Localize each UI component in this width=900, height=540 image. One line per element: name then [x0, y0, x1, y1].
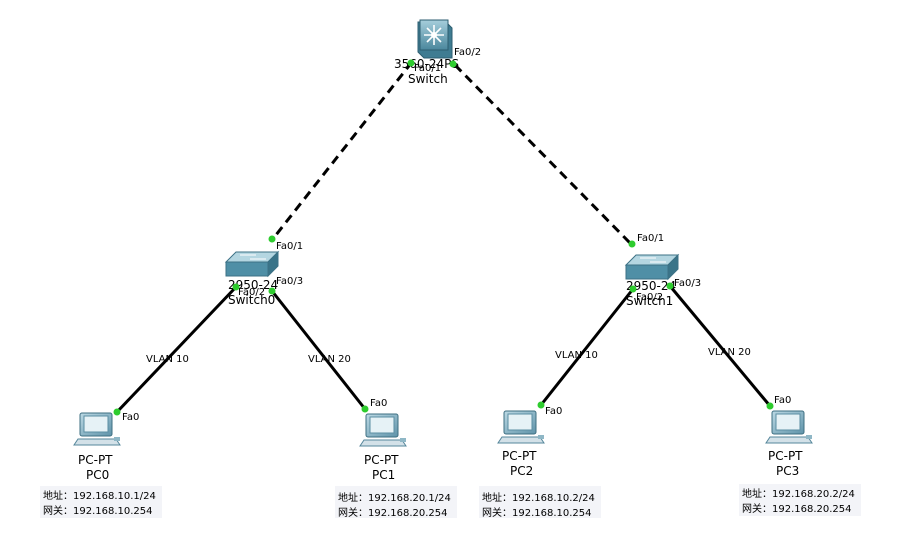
vlan-label-pc1: VLAN 20 [308, 354, 351, 365]
status-dot-pc0-fa0 [113, 408, 121, 416]
switch1-name: Switch1 [626, 294, 673, 308]
core-port-fa0-1: Fa0/1 [414, 63, 441, 74]
pc0[interactable] [73, 412, 121, 446]
pc3-gateway: 网关：192.168.20.254 [742, 502, 852, 515]
port-status-lights [113, 59, 774, 416]
status-dot-switch1-fa0-3 [666, 282, 674, 290]
pc0-gateway: 网关：192.168.10.254 [43, 504, 153, 517]
switch1-port-fa0-2: Fa0/2 [636, 292, 663, 303]
switch1-port-fa0-3: Fa0/3 [674, 278, 701, 289]
switch1-port-fa0-1: Fa0/1 [637, 233, 664, 244]
pc2[interactable] [497, 410, 545, 444]
switch0-port-fa0-3: Fa0/3 [276, 276, 303, 287]
pc0-note-bg [40, 486, 162, 518]
pc3-name: PC3 [776, 464, 799, 478]
pc3-port-fa0: Fa0 [774, 395, 791, 406]
status-dot-switch1-fa0-2 [629, 285, 637, 293]
link-switch0-pc0[interactable] [115, 285, 238, 414]
switch1[interactable] [624, 253, 680, 281]
switch0-port-fa0-2: Fa0/2 [238, 287, 265, 298]
core-switch-name: Switch [408, 72, 448, 86]
pc2-port-fa0: Fa0 [545, 406, 562, 417]
vlan-label-pc3: VLAN 20 [708, 347, 751, 358]
pc1-type: PC-PT [364, 453, 399, 467]
pc0-type: PC-PT [78, 453, 113, 467]
switch0[interactable] [224, 250, 280, 278]
vlan-label-pc2: VLAN 10 [555, 350, 598, 361]
core-port-fa0-2: Fa0/2 [454, 47, 481, 58]
switch1-model: 2950-24 [626, 279, 676, 293]
pc1[interactable] [359, 413, 407, 447]
status-dot-core-fa0-1 [407, 59, 415, 67]
pc0-port-fa0: Fa0 [122, 412, 139, 423]
status-dot-switch1-fa0-1 [628, 240, 636, 248]
core-switch[interactable] [417, 19, 453, 59]
pc1-address: 地址：192.168.20.1/24 [338, 491, 451, 504]
link-switch0-pc1[interactable] [270, 290, 367, 410]
pc2-type: PC-PT [502, 449, 537, 463]
switch0-name: Switch0 [228, 293, 275, 307]
pc1-computer-icon [359, 413, 407, 447]
status-dot-pc3-fa0 [766, 402, 774, 410]
link-switch1-pc2[interactable] [539, 288, 635, 406]
pc2-computer-icon [497, 410, 545, 444]
pc2-name: PC2 [510, 464, 533, 478]
pc1-gateway: 网关：192.168.20.254 [338, 506, 448, 519]
status-dot-switch0-fa0-1 [268, 235, 276, 243]
vlan-label-pc0: VLAN 10 [146, 354, 189, 365]
pc3-address: 地址：192.168.20.2/24 [742, 487, 855, 500]
link-core-switch0[interactable] [270, 61, 414, 241]
link-switch1-pc3[interactable] [668, 285, 772, 407]
status-dot-pc2-fa0 [537, 401, 545, 409]
status-dot-pc1-fa0 [361, 405, 369, 413]
pc1-note-bg [335, 486, 457, 518]
status-dot-switch0-fa0-2 [232, 283, 240, 291]
link-core-switch1[interactable] [453, 63, 634, 247]
pc0-name: PC0 [86, 468, 109, 482]
pc0-computer-icon [73, 412, 121, 446]
pc1-name: PC1 [372, 468, 395, 482]
pc3-type: PC-PT [768, 449, 803, 463]
pc0-address: 地址：192.168.10.1/24 [43, 489, 156, 502]
switch0-port-fa0-1: Fa0/1 [276, 241, 303, 252]
pc1-port-fa0: Fa0 [370, 398, 387, 409]
pc2-address: 地址：192.168.10.2/24 [482, 491, 595, 504]
pc2-gateway: 网关：192.168.10.254 [482, 506, 592, 519]
status-dot-core-fa0-2 [449, 60, 457, 68]
status-dot-switch0-fa0-3 [268, 287, 276, 295]
pc2-note-bg [479, 486, 601, 518]
pc3-note-bg [739, 484, 861, 516]
pc3-computer-icon [765, 410, 813, 444]
switch0-model: 2950-24 [228, 278, 278, 292]
pc3[interactable] [765, 410, 813, 444]
